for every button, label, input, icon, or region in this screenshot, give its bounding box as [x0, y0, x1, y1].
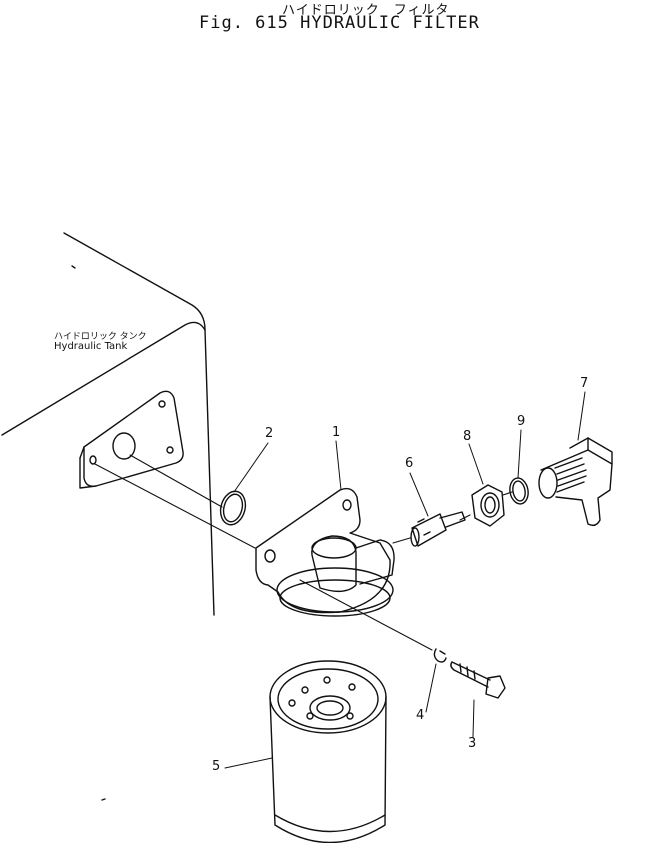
tank-mounting-plate	[80, 391, 183, 488]
part-5-filter-element	[270, 661, 386, 843]
part-8-nut	[472, 485, 504, 526]
callout-1: 1	[332, 425, 341, 440]
part-3-bolt	[451, 662, 505, 698]
assembly-guide-lines	[95, 455, 512, 650]
callout-6: 6	[405, 456, 414, 471]
tank-label-japanese: ハイドロリック タンク	[54, 332, 147, 342]
hydraulic-tank	[2, 233, 214, 800]
part-6-plug	[411, 512, 465, 546]
callout-7: 7	[580, 376, 589, 391]
callout-4: 4	[416, 708, 425, 723]
part-2-o-ring	[217, 488, 249, 527]
callout-2: 2	[265, 426, 274, 441]
callout-8: 8	[463, 429, 472, 444]
part-7-elbow	[539, 438, 612, 525]
tank-label: Hydraulic Tank	[54, 341, 128, 352]
callout-5: 5	[212, 759, 221, 774]
part-1-filter-head	[256, 489, 394, 616]
figure-title-japanese: ハイドロリック フィルタ	[282, 3, 450, 18]
callout-3: 3	[468, 736, 477, 751]
figure-title: Fig. 615 HYDRAULIC FILTER	[199, 13, 480, 33]
part-4-washer	[434, 649, 446, 662]
callout-9: 9	[517, 414, 526, 429]
callout-leaders	[225, 392, 585, 768]
part-9-o-ring	[508, 477, 530, 506]
